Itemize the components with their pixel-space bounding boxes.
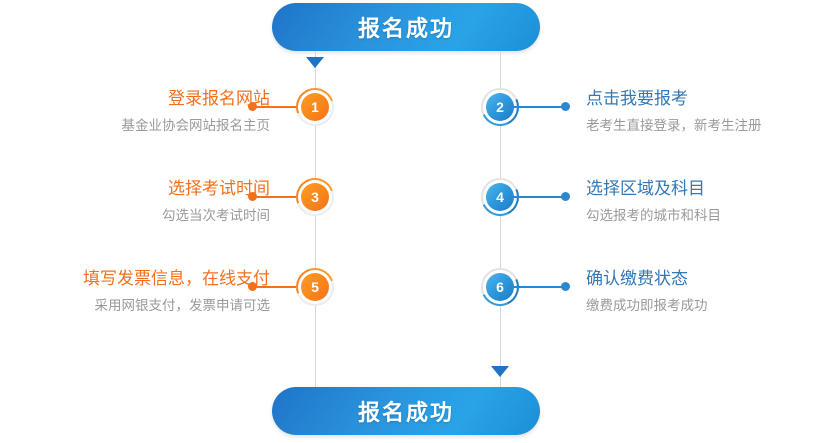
step-6-connector-dot [561,282,570,291]
arrow-down-icon-bottom [491,366,509,377]
step-1-connector [248,102,308,112]
step-1-connector-line [256,106,308,108]
step-5-subtitle: 采用网银支付，发票申请可选 [94,298,271,313]
step-badge-5-number: 5 [301,273,329,301]
right-column-spine [500,52,501,388]
step-3-title: 选择考试时间 [168,179,270,198]
step-4-connector-dot [561,192,570,201]
step-badge-5[interactable]: 5 [289,261,341,313]
step-5-connector-line [256,286,308,288]
step-3-connector-dot [248,192,257,201]
step-3-text: 选择考试时间 勾选当次考试时间 [162,178,270,226]
step-6-connector [508,282,570,292]
step-2-title: 点击我要报考 [586,89,688,108]
step-1-text: 登录报名网站 基金业协会网站报名主页 [122,88,271,136]
step-3-subtitle: 勾选当次考试时间 [162,208,270,223]
step-4-connector-line [508,196,562,198]
step-2-subtitle: 老考生直接登录，新考生注册 [586,118,762,133]
step-1-subtitle: 基金业协会网站报名主页 [121,118,271,133]
step-badge-3-number: 3 [301,183,329,211]
step-badge-1-number: 1 [301,93,329,121]
step-2-connector-dot [561,102,570,111]
step-2-connector [508,102,570,112]
bottom-banner: 报名成功 [272,387,540,435]
step-6-title: 确认缴费状态 [586,269,688,288]
step-2-text: 点击我要报考 老考生直接登录，新考生注册 [586,88,762,136]
step-badge-4[interactable]: 4 [475,172,525,222]
step-6-text: 确认缴费状态 缴费成功即报考成功 [586,268,708,316]
arrow-down-icon-top [306,57,324,68]
step-3-connector [248,192,308,202]
bottom-banner-label: 报名成功 [357,400,454,425]
step-4-connector [508,192,570,202]
step-1-title: 登录报名网站 [168,89,270,108]
top-banner-label: 报名成功 [357,16,454,41]
step-1-connector-dot [248,102,257,111]
step-badge-3[interactable]: 3 [289,171,341,223]
step-badge-1[interactable]: 1 [289,81,341,133]
step-5-text: 填写发票信息，在线支付 采用网银支付，发票申请可选 [83,268,270,316]
step-6-connector-line [508,286,562,288]
step-4-title: 选择区域及科目 [586,179,705,198]
step-5-connector [248,282,308,292]
step-5-title: 填写发票信息，在线支付 [83,269,270,288]
left-column-spine [315,52,316,388]
step-5-connector-dot [248,282,257,291]
step-2-connector-line [508,106,562,108]
step-4-subtitle: 勾选报考的城市和科目 [586,208,721,223]
step-4-text: 选择区域及科目 勾选报考的城市和科目 [586,178,721,226]
top-banner: 报名成功 [272,3,540,51]
step-6-subtitle: 缴费成功即报考成功 [586,298,708,313]
step-3-connector-line [256,196,308,198]
